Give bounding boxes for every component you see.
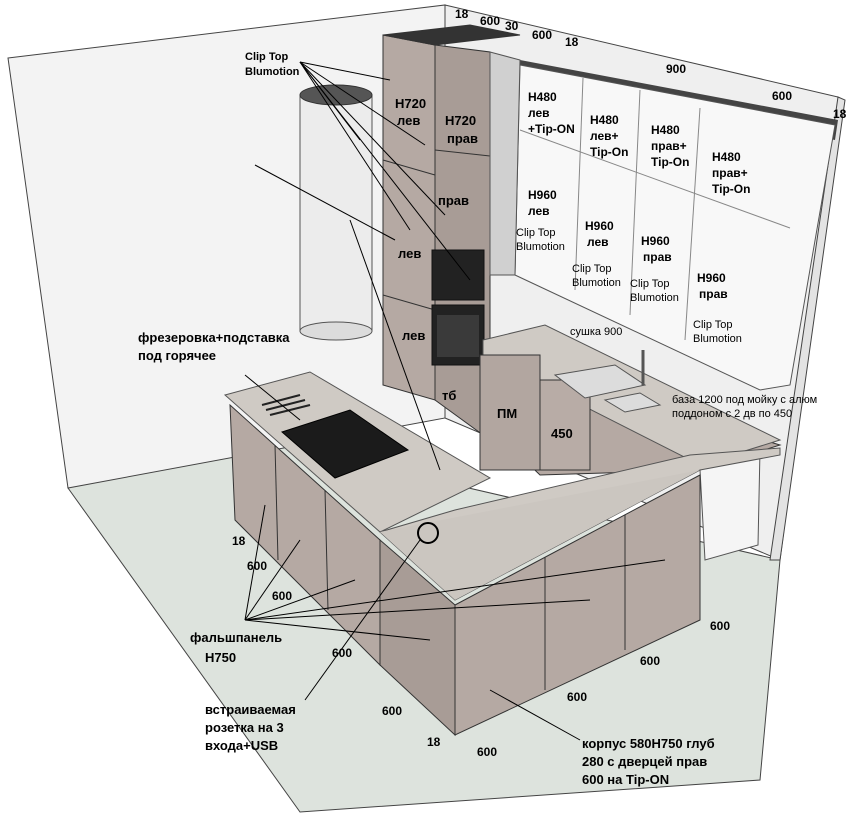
tall-cabinets (382, 24, 521, 441)
h960-prav2-2: прав (699, 287, 728, 301)
dim-bot-600a: 600 (477, 745, 497, 759)
right-wall (769, 96, 846, 561)
tall-h720-prav-1: Н720 (445, 113, 476, 128)
clip-d-1: Clip Top (693, 319, 733, 331)
tall-h720-prav-2: прав (447, 131, 478, 146)
socket-1: встраиваемая (205, 702, 296, 717)
tall-lev2: лев (402, 328, 425, 343)
h480-prav2-1: Н480 (712, 150, 741, 164)
tb-label: тб (442, 388, 456, 403)
false-panel-2: Н750 (205, 650, 236, 665)
h480-lev2-3: Tip-On (590, 145, 628, 159)
hood-cylinder (299, 84, 373, 341)
dim-left-600a: 600 (247, 559, 267, 573)
h960-lev2-2: лев (587, 235, 609, 249)
tall-h720-lev-2: лев (397, 113, 420, 128)
sink-base-1: база 1200 под мойку с алюм (672, 394, 817, 406)
sink (553, 350, 662, 413)
h480-lev-1: Н480 (528, 90, 557, 104)
h960-prav-1: Н960 (641, 234, 670, 248)
milling-1: фрезеровка+подставка (138, 330, 290, 345)
w450-label: 450 (551, 426, 573, 441)
dim-left-600c: 600 (332, 646, 352, 660)
h480-lev2-2: лев+ (590, 129, 619, 143)
leader-lines (244, 61, 666, 741)
blumotion-main: Blumotion (245, 66, 300, 78)
h480-prav-1: Н480 (651, 123, 680, 137)
clip-c-1: Clip Top (630, 278, 670, 290)
tall-prav: прав (438, 193, 469, 208)
sink-base-2: поддоном с 2 дв по 450 (672, 408, 792, 420)
h480-prav2-2: прав+ (712, 166, 748, 180)
dim-top-30: 30 (505, 19, 519, 33)
dim-left-600b: 600 (272, 589, 292, 603)
dim-top-600b: 600 (532, 28, 552, 42)
h960-lev-1: Н960 (528, 188, 557, 202)
dim-bot-600b: 600 (567, 690, 587, 704)
dim-top-900: 900 (666, 62, 686, 76)
dim-top-18a: 18 (455, 7, 469, 21)
false-panel-1: фальшпанель (190, 630, 282, 645)
h480-prav2-3: Tip-On (712, 182, 750, 196)
tall-lev: лев (398, 246, 421, 261)
dim-top-18b: 18 (565, 35, 579, 49)
h480-prav-2: прав+ (651, 139, 687, 153)
island (223, 371, 781, 737)
corpus-3: 600 на Tip-ON (582, 772, 669, 787)
dim-top-600c: 600 (772, 89, 792, 103)
dim-top-18c: 18 (833, 107, 847, 121)
pm-label: ПМ (497, 406, 517, 421)
socket-2: розетка на 3 (205, 720, 284, 735)
h480-lev2-1: Н480 (590, 113, 619, 127)
clip-b-1: Clip Top (572, 263, 612, 275)
corpus-2: 280 с дверцей прав (582, 754, 707, 769)
clip-a-1: Clip Top (516, 227, 556, 239)
h960-lev-2: лев (528, 204, 550, 218)
tall-h720-lev-1: Н720 (395, 96, 426, 111)
h480-lev-3: +Tip-ON (528, 122, 575, 136)
milling-2: под горячее (138, 348, 216, 363)
dim-left-18: 18 (232, 534, 246, 548)
dim-left-600d: 600 (382, 704, 402, 718)
h960-prav-2: прав (643, 250, 672, 264)
h480-prav-3: Tip-On (651, 155, 689, 169)
dim-bot-600d: 600 (710, 619, 730, 633)
upper-cabinets (489, 51, 838, 391)
clip-b-2: Blumotion (572, 277, 621, 289)
clip-a-2: Blumotion (516, 241, 565, 253)
socket-3: входа+USB (205, 738, 278, 753)
labels: 18 600 30 600 18 900 600 18 Clip Top Blu… (138, 7, 847, 787)
dim-bot-18: 18 (427, 735, 441, 749)
dim-bot-600c: 600 (640, 654, 660, 668)
clip-d-2: Blumotion (693, 333, 742, 345)
clip-top-main: Clip Top (245, 51, 288, 63)
dryer-label: сушка 900 (570, 326, 622, 338)
dim-top-600a: 600 (480, 14, 500, 28)
corpus-1: корпус 580Н750 глуб (582, 736, 715, 751)
h960-prav2-1: Н960 (697, 271, 726, 285)
h960-lev2-1: Н960 (585, 219, 614, 233)
h480-lev-2: лев (528, 106, 550, 120)
clip-c-2: Blumotion (630, 292, 679, 304)
